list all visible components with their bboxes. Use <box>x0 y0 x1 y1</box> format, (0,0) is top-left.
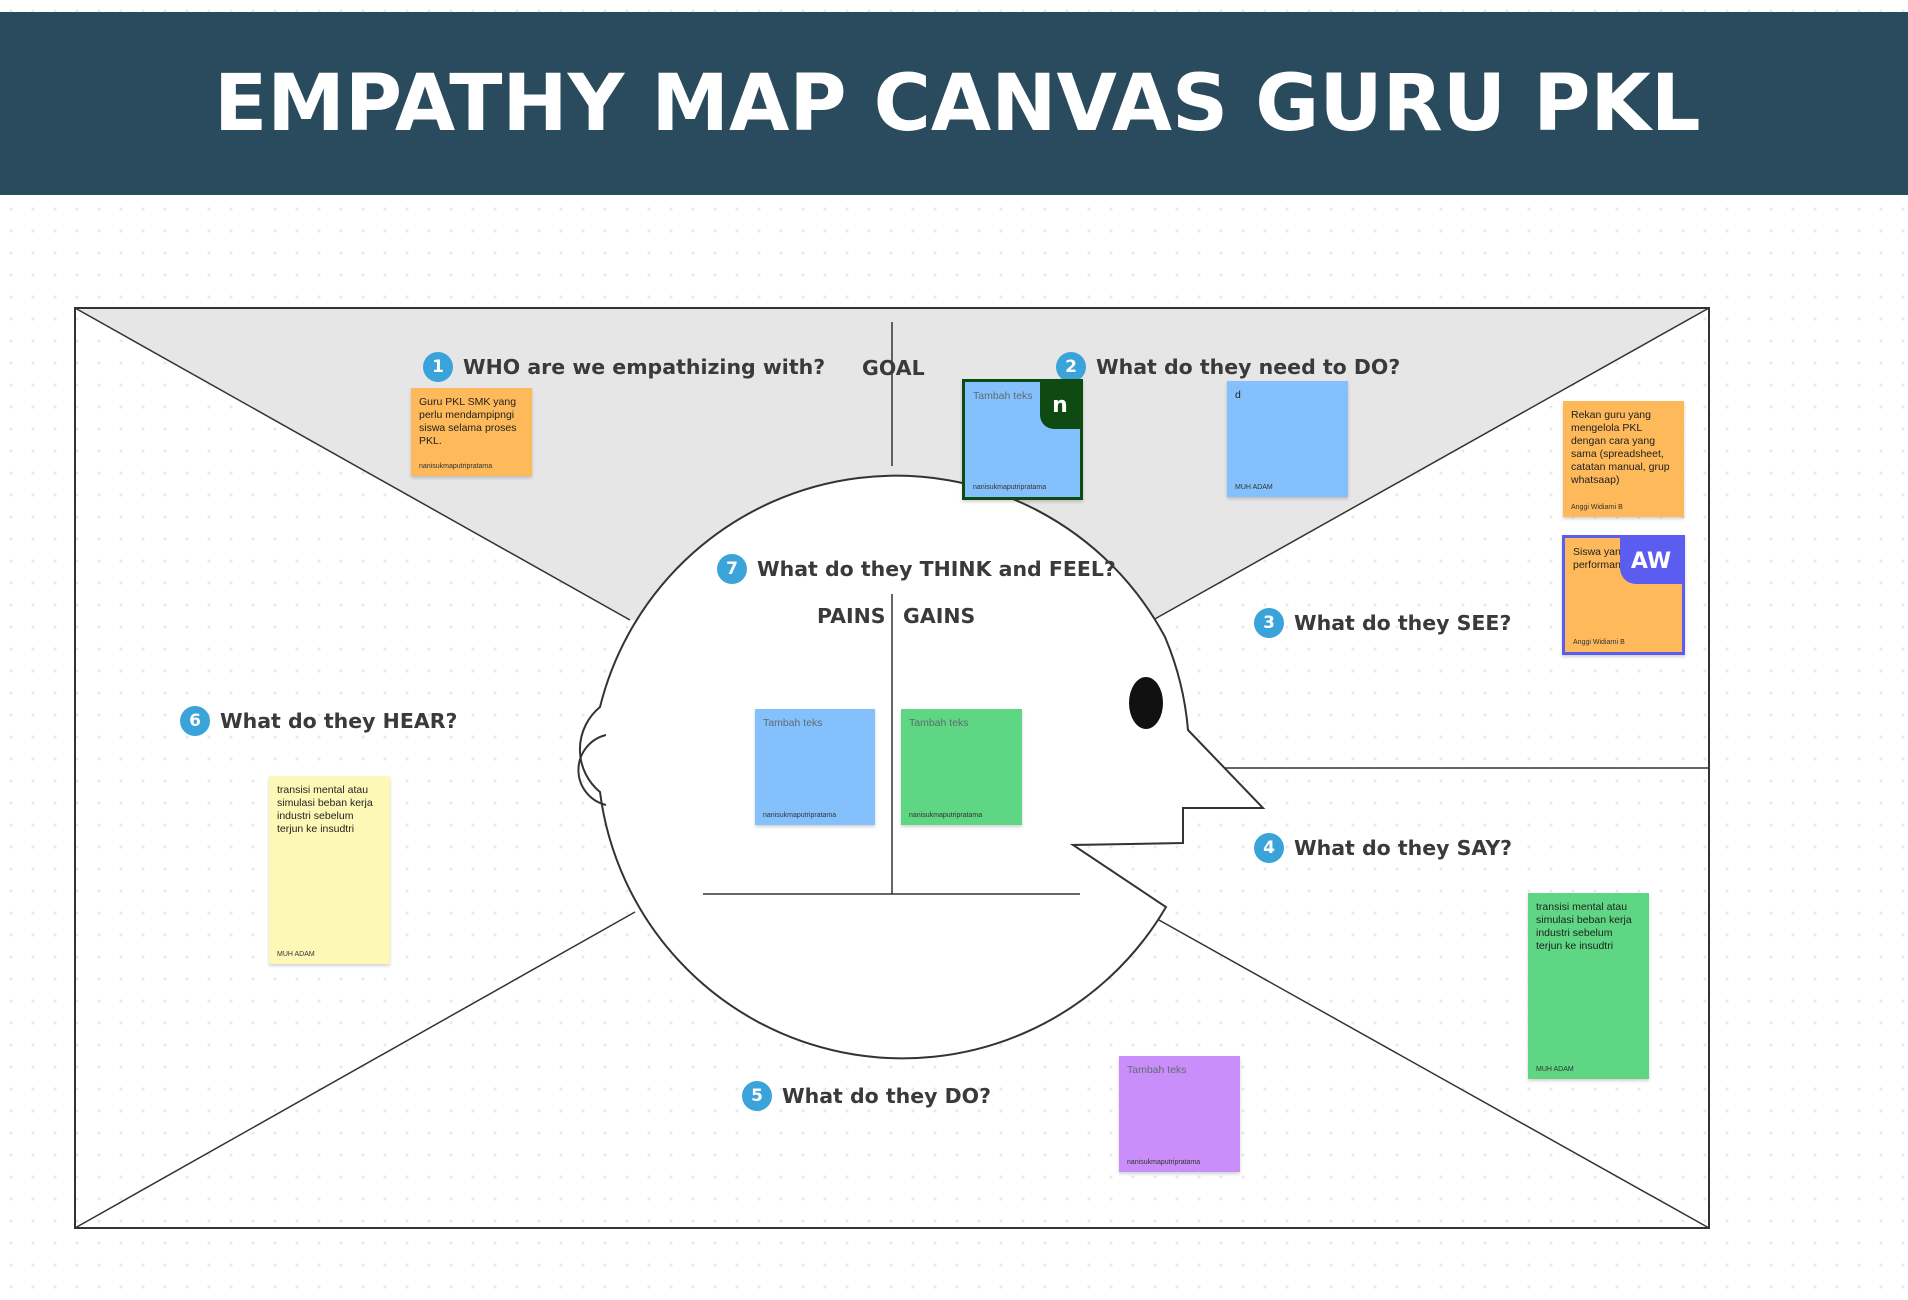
label-goal: GOAL <box>862 356 925 380</box>
label-need-do: 2 What do they need to DO? <box>1056 352 1400 382</box>
label-do: 5 What do they DO? <box>742 1081 991 1111</box>
note-text: Tambah teks <box>973 390 1033 402</box>
label-gains: GAINS <box>903 604 976 628</box>
label-see: 3 What do they SEE? <box>1254 608 1511 638</box>
diagonal-top-left <box>74 307 631 621</box>
number-badge: 6 <box>180 706 210 736</box>
sticky-note-need-do[interactable]: d MUH ADAM <box>1227 381 1348 497</box>
ear-inner <box>577 734 607 806</box>
sticky-note-do[interactable]: Tambah teks nanisukmaputripratama <box>1119 1056 1240 1172</box>
note-author: nanisukmaputripratama <box>1127 1159 1201 1166</box>
note-author: Anggi Widiarni B <box>1571 504 1623 511</box>
sticky-note-hear[interactable]: transisi mental atau simulasi beban kerj… <box>269 776 390 964</box>
sticky-note-goal[interactable]: Tambah teks nanisukmaputripratama n <box>962 379 1083 500</box>
diagonal-bottom-right <box>1149 914 1710 1229</box>
sticky-note-gains[interactable]: Tambah teks nanisukmaputripratama <box>901 709 1022 825</box>
note-text: Tambah teks <box>763 717 823 729</box>
note-text: Tambah teks <box>1127 1064 1187 1076</box>
sticky-note-who[interactable]: Guru PKL SMK yang perlu mendampipngi sis… <box>411 388 532 476</box>
note-author: Anggi Widiarni B <box>1573 639 1625 646</box>
note-text: d <box>1235 389 1241 401</box>
label-text: What do they THINK and FEEL? <box>757 557 1116 581</box>
label-hear: 6 What do they HEAR? <box>180 706 457 736</box>
page-title: EMPATHY MAP CANVAS GURU PKL <box>214 58 1701 149</box>
eye <box>1129 677 1163 729</box>
user-badge-n: n <box>1040 382 1080 429</box>
user-badge-aw: AW <box>1620 538 1682 584</box>
number-badge: 3 <box>1254 608 1284 638</box>
label-text: What do they SAY? <box>1294 836 1513 860</box>
label-pains: PAINS <box>817 604 886 628</box>
sticky-note-see-1[interactable]: Rekan guru yang mengelola PKL dengan car… <box>1563 401 1684 517</box>
note-author: nanisukmaputripratama <box>909 812 983 819</box>
note-text: transisi mental atau simulasi beban kerj… <box>277 784 373 835</box>
note-author: nanisukmaputripratama <box>973 484 1047 491</box>
note-text: Tambah teks <box>909 717 969 729</box>
label-say: 4 What do they SAY? <box>1254 833 1512 863</box>
number-badge: 5 <box>742 1081 772 1111</box>
note-text: Guru PKL SMK yang perlu mendampipngi sis… <box>419 396 517 447</box>
sticky-note-say[interactable]: transisi mental atau simulasi beban kerj… <box>1528 893 1649 1079</box>
note-text: Rekan guru yang mengelola PKL dengan car… <box>1571 409 1670 486</box>
label-text: What do they HEAR? <box>220 709 458 733</box>
number-badge: 1 <box>423 352 453 382</box>
note-text: Siswa yang performan <box>1573 546 1627 571</box>
label-who: 1 WHO are we empathizing with? <box>423 352 825 382</box>
diagonal-top-right <box>1152 307 1710 621</box>
sticky-note-pains[interactable]: Tambah teks nanisukmaputripratama <box>755 709 875 825</box>
label-think-feel: 7 What do they THINK and FEEL? <box>717 554 1116 584</box>
diagonal-bottom-left <box>74 911 636 1229</box>
note-author: nanisukmaputripratama <box>763 812 837 819</box>
sticky-note-see-2[interactable]: Siswa yang performan Anggi Widiarni B AW <box>1562 535 1685 655</box>
number-badge: 2 <box>1056 352 1086 382</box>
note-author: MUH ADAM <box>1536 1066 1574 1073</box>
label-text: What do they DO? <box>782 1084 992 1108</box>
note-text: transisi mental atau simulasi beban kerj… <box>1536 901 1632 952</box>
title-banner: EMPATHY MAP CANVAS GURU PKL <box>0 12 1908 195</box>
number-badge: 4 <box>1254 833 1284 863</box>
label-text: WHO are we empathizing with? <box>463 355 826 379</box>
label-text: What do they need to DO? <box>1096 355 1401 379</box>
label-text: What do they SEE? <box>1294 611 1512 635</box>
number-badge: 7 <box>717 554 747 584</box>
note-author: MUH ADAM <box>277 951 315 958</box>
note-author: MUH ADAM <box>1235 484 1273 491</box>
note-author: nanisukmaputripratama <box>419 463 493 470</box>
